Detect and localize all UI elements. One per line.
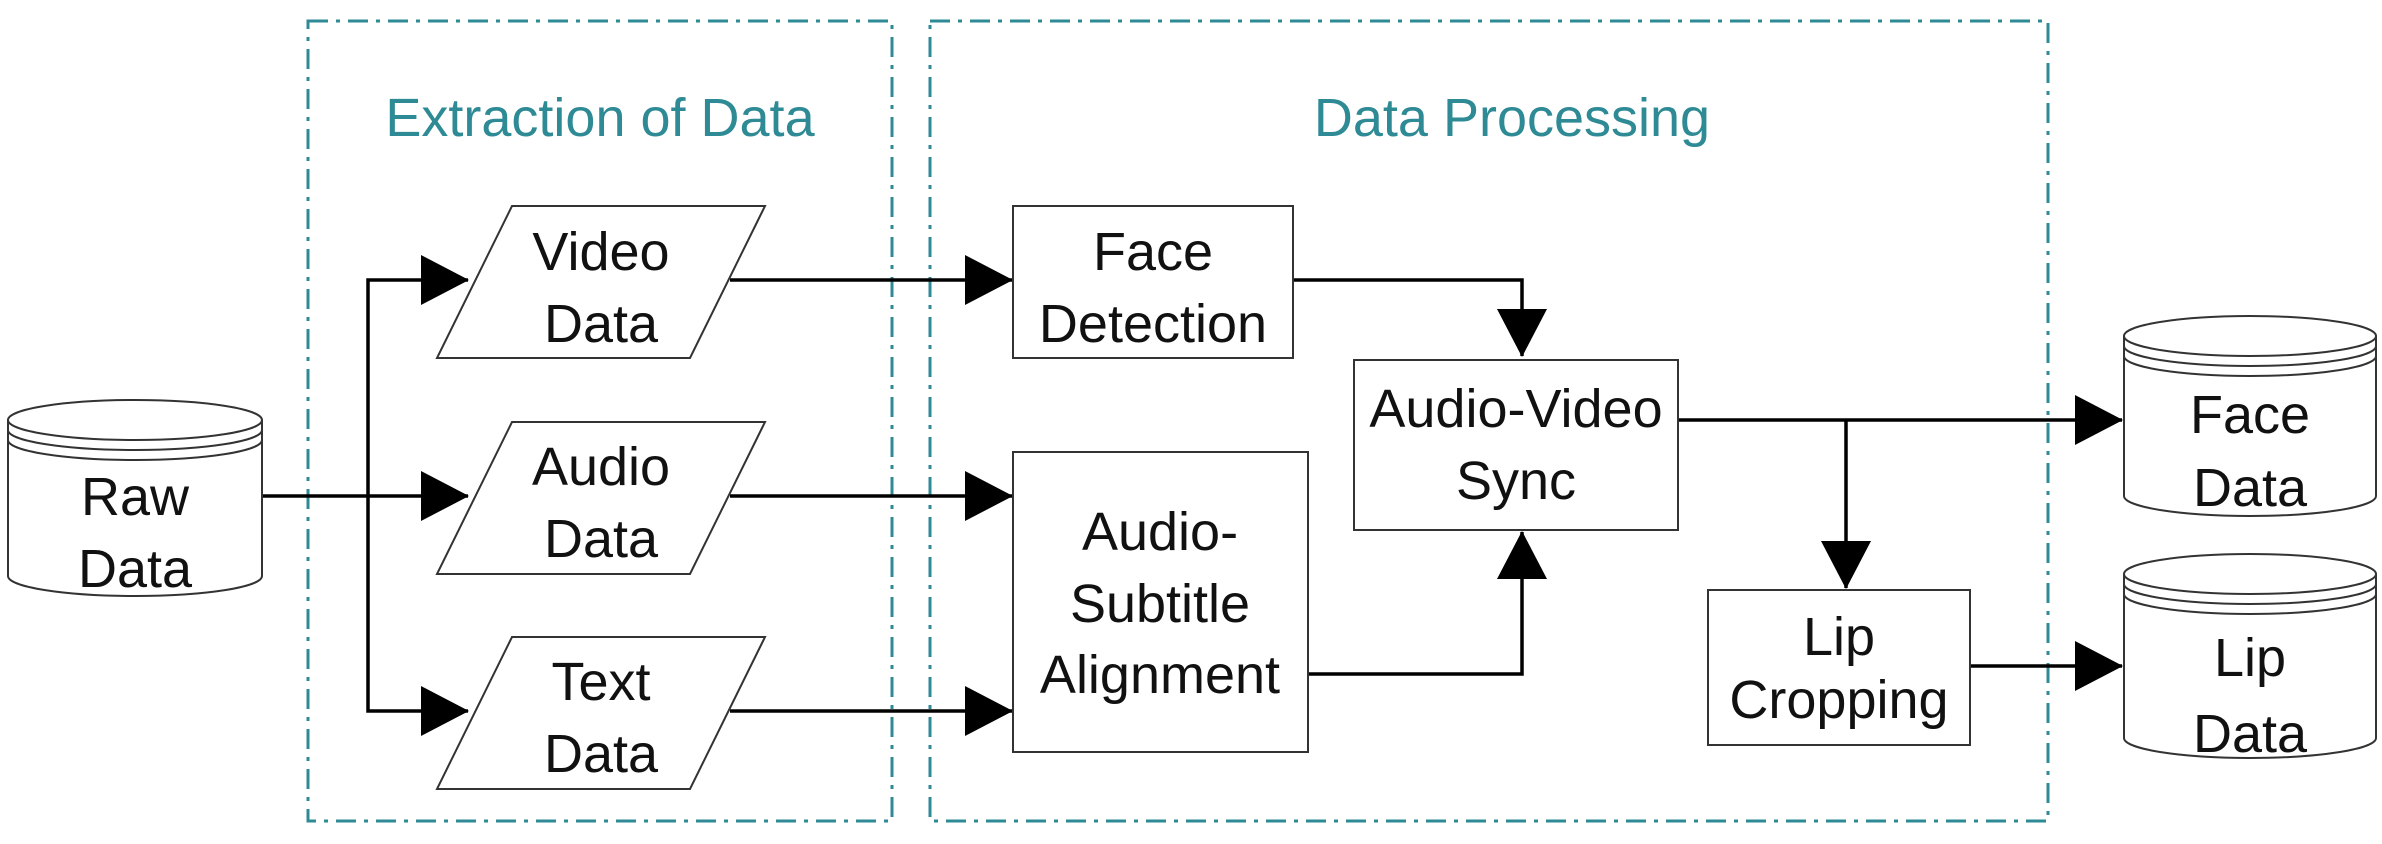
- face-data-cylinder-body: [2123, 336, 2377, 517]
- lip-data-cylinder-ring: [2123, 583, 2377, 605]
- edge-raw-to-video: [366, 255, 469, 496]
- node-raw-data: Raw Data: [7, 399, 263, 599]
- audio-subtitle-alignment-box: [1012, 451, 1309, 753]
- connectors: [262, 255, 2123, 736]
- audio-video-sync-label: Sync: [1456, 451, 1576, 511]
- node-audio-subtitle-alignment: Audio- Subtitle Alignment: [1012, 451, 1309, 753]
- lip-data-label: Data: [2193, 704, 2308, 764]
- video-data-label: Data: [544, 294, 659, 354]
- node-audio-video-sync: Audio-Video Sync: [1353, 359, 1679, 531]
- audio-data-label: Data: [544, 509, 659, 569]
- face-data-cylinder-ring: [2123, 355, 2377, 377]
- raw-data-cylinder-ring: [7, 429, 263, 451]
- lip-cropping-box: [1707, 589, 1971, 746]
- lip-cropping-label: Lip: [1803, 607, 1875, 667]
- face-detection-label: Face: [1093, 222, 1213, 282]
- node-face-data: Face Data: [2123, 315, 2377, 518]
- text-data-shape: [435, 636, 767, 790]
- edge-raw-to-text: [366, 496, 469, 736]
- face-data-label: Data: [2193, 458, 2308, 518]
- raw-data-label: Raw: [81, 467, 190, 527]
- face-data-cylinder-top: [2123, 315, 2377, 357]
- extraction-group-frame: [306, 19, 894, 823]
- raw-data-label: Data: [78, 539, 193, 599]
- text-data-label: Data: [544, 724, 659, 784]
- text-data-label: Text: [551, 652, 650, 712]
- audio-video-sync-label: Audio-Video: [1369, 379, 1662, 439]
- lip-data-label: Lip: [2214, 628, 2286, 688]
- lip-data-cylinder-top: [2123, 553, 2377, 595]
- audio-data-label: Audio: [532, 437, 670, 497]
- processing-group-title: Data Processing: [1314, 88, 1710, 148]
- node-text-data: Text Data: [435, 636, 767, 790]
- video-data-label: Video: [532, 222, 669, 282]
- audio-subtitle-alignment-label: Audio-: [1082, 502, 1238, 562]
- lip-cropping-label: Cropping: [1729, 670, 1948, 730]
- audio-data-shape: [435, 421, 767, 575]
- audio-subtitle-alignment-label: Alignment: [1040, 645, 1280, 705]
- face-detection-box: [1012, 205, 1294, 359]
- node-lip-cropping: Lip Cropping: [1707, 589, 1971, 746]
- raw-data-cylinder-ring: [7, 439, 263, 461]
- audio-subtitle-alignment-label: Subtitle: [1070, 574, 1250, 634]
- extraction-group-title: Extraction of Data: [385, 88, 815, 148]
- face-detection-label: Detection: [1039, 294, 1267, 354]
- face-data-cylinder-ring: [2123, 345, 2377, 367]
- lip-data-cylinder-body: [2123, 574, 2377, 759]
- node-lip-data: Lip Data: [2123, 553, 2377, 764]
- edge-alignment-to-sync: [1308, 531, 1547, 676]
- node-video-data: Video Data: [435, 205, 767, 359]
- lip-data-cylinder-ring: [2123, 593, 2377, 615]
- face-data-label: Face: [2190, 385, 2310, 445]
- node-face-detection: Face Detection: [1012, 205, 1294, 359]
- node-audio-data: Audio Data: [435, 421, 767, 575]
- raw-data-cylinder-top: [7, 399, 263, 441]
- raw-data-cylinder-body: [7, 420, 263, 597]
- video-data-shape: [435, 205, 767, 359]
- audio-video-sync-box: [1353, 359, 1679, 531]
- edge-face-detection-to-sync: [1294, 278, 1547, 357]
